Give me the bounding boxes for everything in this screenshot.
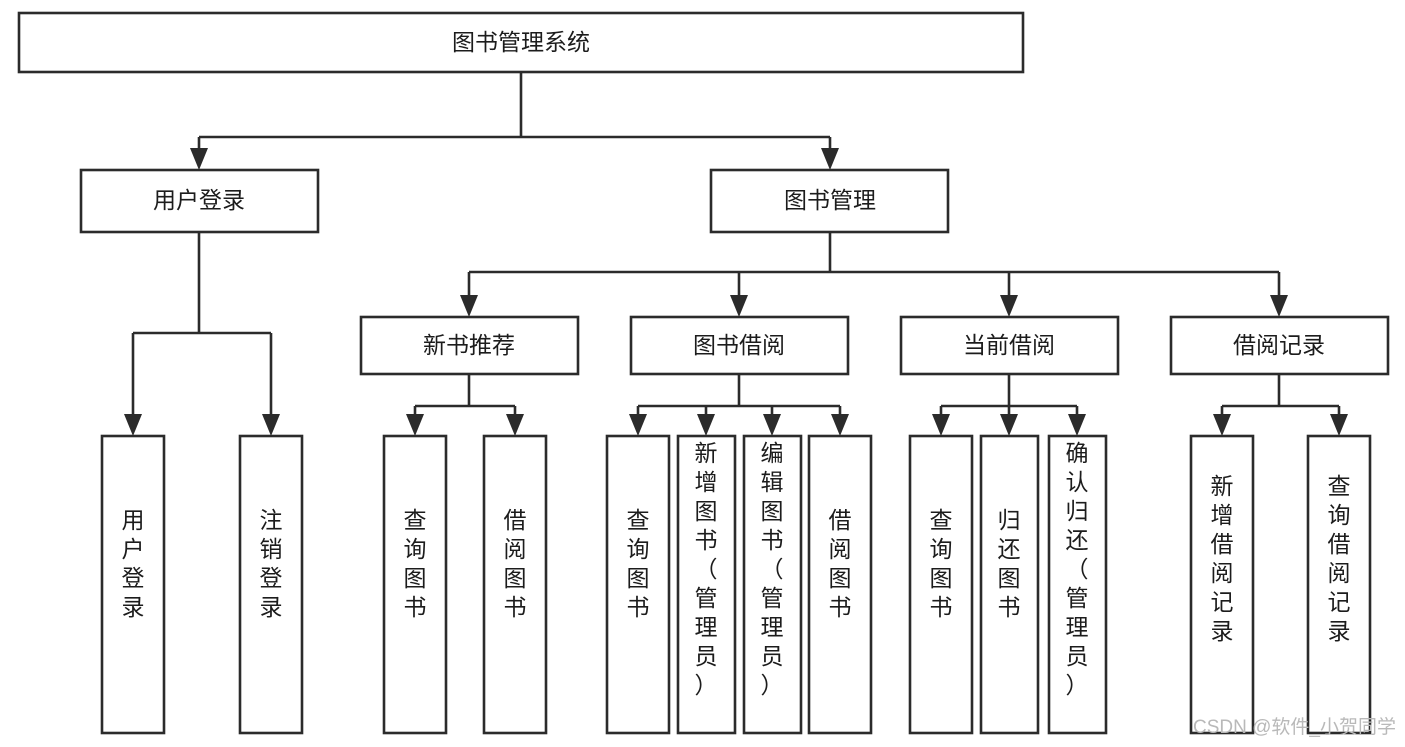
node-leaf-add-record-label: 新增借阅记录 bbox=[1211, 473, 1234, 644]
node-leaf-borrow-book-2-box[interactable] bbox=[807, 434, 873, 735]
node-leaf-user-logout[interactable]: 注销登录 bbox=[238, 434, 304, 735]
node-new-book-rec-label: 新书推荐 bbox=[423, 332, 515, 358]
node-leaf-confirm-return-label: 确认归还（管理员） bbox=[1066, 440, 1089, 698]
node-leaf-user-logout-label: 注销登录 bbox=[260, 507, 283, 620]
arrow-to-leaf-add-book bbox=[697, 414, 715, 436]
arrow-to-leaf-edit-book bbox=[763, 414, 781, 436]
node-book-borrow-box[interactable] bbox=[629, 315, 850, 376]
node-user-login-label: 用户登录 bbox=[153, 187, 245, 213]
node-leaf-query-book-1[interactable]: 查询图书 bbox=[382, 434, 448, 735]
node-leaf-return-book-box[interactable] bbox=[979, 434, 1040, 735]
node-leaf-borrow-book-1[interactable]: 借阅图书 bbox=[482, 434, 548, 735]
node-leaf-add-record-box[interactable] bbox=[1189, 434, 1255, 735]
arrow-to-leaf-user-logout bbox=[262, 414, 280, 436]
node-book-borrow-label: 图书借阅 bbox=[693, 332, 785, 358]
node-leaf-return-book-label: 归还图书 bbox=[998, 507, 1021, 620]
node-leaf-confirm-return-box[interactable] bbox=[1047, 434, 1108, 735]
node-leaf-edit-book-label: 编辑图书（管理员） bbox=[761, 440, 784, 698]
arrow-to-borrow-record bbox=[1270, 295, 1288, 317]
arrow-to-leaf-return-book bbox=[1000, 414, 1018, 436]
node-leaf-user-login-box[interactable] bbox=[100, 434, 166, 735]
node-leaf-query-book-3-label: 查询图书 bbox=[930, 507, 953, 620]
node-new-book-rec-box[interactable] bbox=[359, 315, 580, 376]
node-borrow-record-box[interactable] bbox=[1169, 315, 1390, 376]
node-root-box[interactable] bbox=[17, 11, 1025, 74]
node-book-manage[interactable]: 图书管理 bbox=[709, 168, 950, 234]
node-leaf-borrow-book-2[interactable]: 借阅图书 bbox=[807, 434, 873, 735]
node-borrow-record[interactable]: 借阅记录 bbox=[1169, 315, 1390, 376]
node-book-borrow[interactable]: 图书借阅 bbox=[629, 315, 850, 376]
arrow-to-leaf-borrow-book-1 bbox=[506, 414, 524, 436]
arrow-to-book-borrow bbox=[730, 295, 748, 317]
arrow-to-user-login bbox=[190, 148, 208, 170]
node-leaf-query-book-2-box[interactable] bbox=[605, 434, 671, 735]
node-leaf-user-login-label: 用户登录 bbox=[122, 507, 145, 620]
connector-group bbox=[124, 72, 1348, 436]
arrow-to-leaf-query-book-2 bbox=[629, 414, 647, 436]
node-user-login-box[interactable] bbox=[79, 168, 320, 234]
arrow-to-leaf-query-book-1 bbox=[406, 414, 424, 436]
arrow-to-leaf-add-record bbox=[1213, 414, 1231, 436]
node-leaf-query-book-3[interactable]: 查询图书 bbox=[908, 434, 974, 735]
node-current-borrow[interactable]: 当前借阅 bbox=[899, 315, 1120, 376]
node-leaf-query-record[interactable]: 查询借阅记录 bbox=[1306, 434, 1372, 735]
node-root[interactable]: 图书管理系统 bbox=[17, 11, 1025, 74]
arrow-to-current-borrow bbox=[1000, 295, 1018, 317]
arrow-to-book-manage bbox=[821, 148, 839, 170]
node-book-manage-box[interactable] bbox=[709, 168, 950, 234]
node-leaf-query-book-1-box[interactable] bbox=[382, 434, 448, 735]
node-leaf-return-book[interactable]: 归还图书 bbox=[979, 434, 1040, 735]
node-leaf-query-book-1-label: 查询图书 bbox=[404, 507, 427, 620]
arrow-to-new-book-rec bbox=[460, 295, 478, 317]
node-leaf-borrow-book-1-label: 借阅图书 bbox=[504, 507, 527, 620]
node-leaf-query-record-box[interactable] bbox=[1306, 434, 1372, 735]
node-leaf-add-book-box[interactable] bbox=[676, 434, 737, 735]
node-borrow-record-label: 借阅记录 bbox=[1233, 332, 1325, 358]
arrow-to-leaf-user-login bbox=[124, 414, 142, 436]
node-leaf-query-book-3-box[interactable] bbox=[908, 434, 974, 735]
node-leaf-add-book-label: 新增图书（管理员） bbox=[695, 440, 718, 698]
node-user-login[interactable]: 用户登录 bbox=[79, 168, 320, 234]
node-book-manage-label: 图书管理 bbox=[784, 187, 876, 213]
arrow-to-leaf-borrow-book-2 bbox=[831, 414, 849, 436]
arrow-to-leaf-query-book-3 bbox=[932, 414, 950, 436]
node-current-borrow-box[interactable] bbox=[899, 315, 1120, 376]
arrow-to-leaf-confirm-return bbox=[1068, 414, 1086, 436]
node-leaf-query-book-2[interactable]: 查询图书 bbox=[605, 434, 671, 735]
node-current-borrow-label: 当前借阅 bbox=[963, 332, 1055, 358]
node-new-book-rec[interactable]: 新书推荐 bbox=[359, 315, 580, 376]
node-leaf-edit-book-box[interactable] bbox=[742, 434, 803, 735]
node-leaf-edit-book[interactable]: 编辑图书（管理员） bbox=[742, 434, 803, 735]
node-leaf-query-record-label: 查询借阅记录 bbox=[1328, 473, 1351, 644]
node-leaf-user-logout-box[interactable] bbox=[238, 434, 304, 735]
node-leaf-add-book[interactable]: 新增图书（管理员） bbox=[676, 434, 737, 735]
node-leaf-query-book-2-label: 查询图书 bbox=[627, 507, 650, 620]
node-leaf-add-record[interactable]: 新增借阅记录 bbox=[1189, 434, 1255, 735]
arrow-to-leaf-query-record bbox=[1330, 414, 1348, 436]
node-root-label: 图书管理系统 bbox=[452, 29, 590, 55]
node-leaf-confirm-return[interactable]: 确认归还（管理员） bbox=[1047, 434, 1108, 735]
watermark: CSDN @软件_小贺同学 bbox=[1193, 716, 1396, 738]
node-leaf-user-login[interactable]: 用户登录 bbox=[100, 434, 166, 735]
node-leaf-borrow-book-1-box[interactable] bbox=[482, 434, 548, 735]
node-leaf-borrow-book-2-label: 借阅图书 bbox=[829, 507, 852, 620]
